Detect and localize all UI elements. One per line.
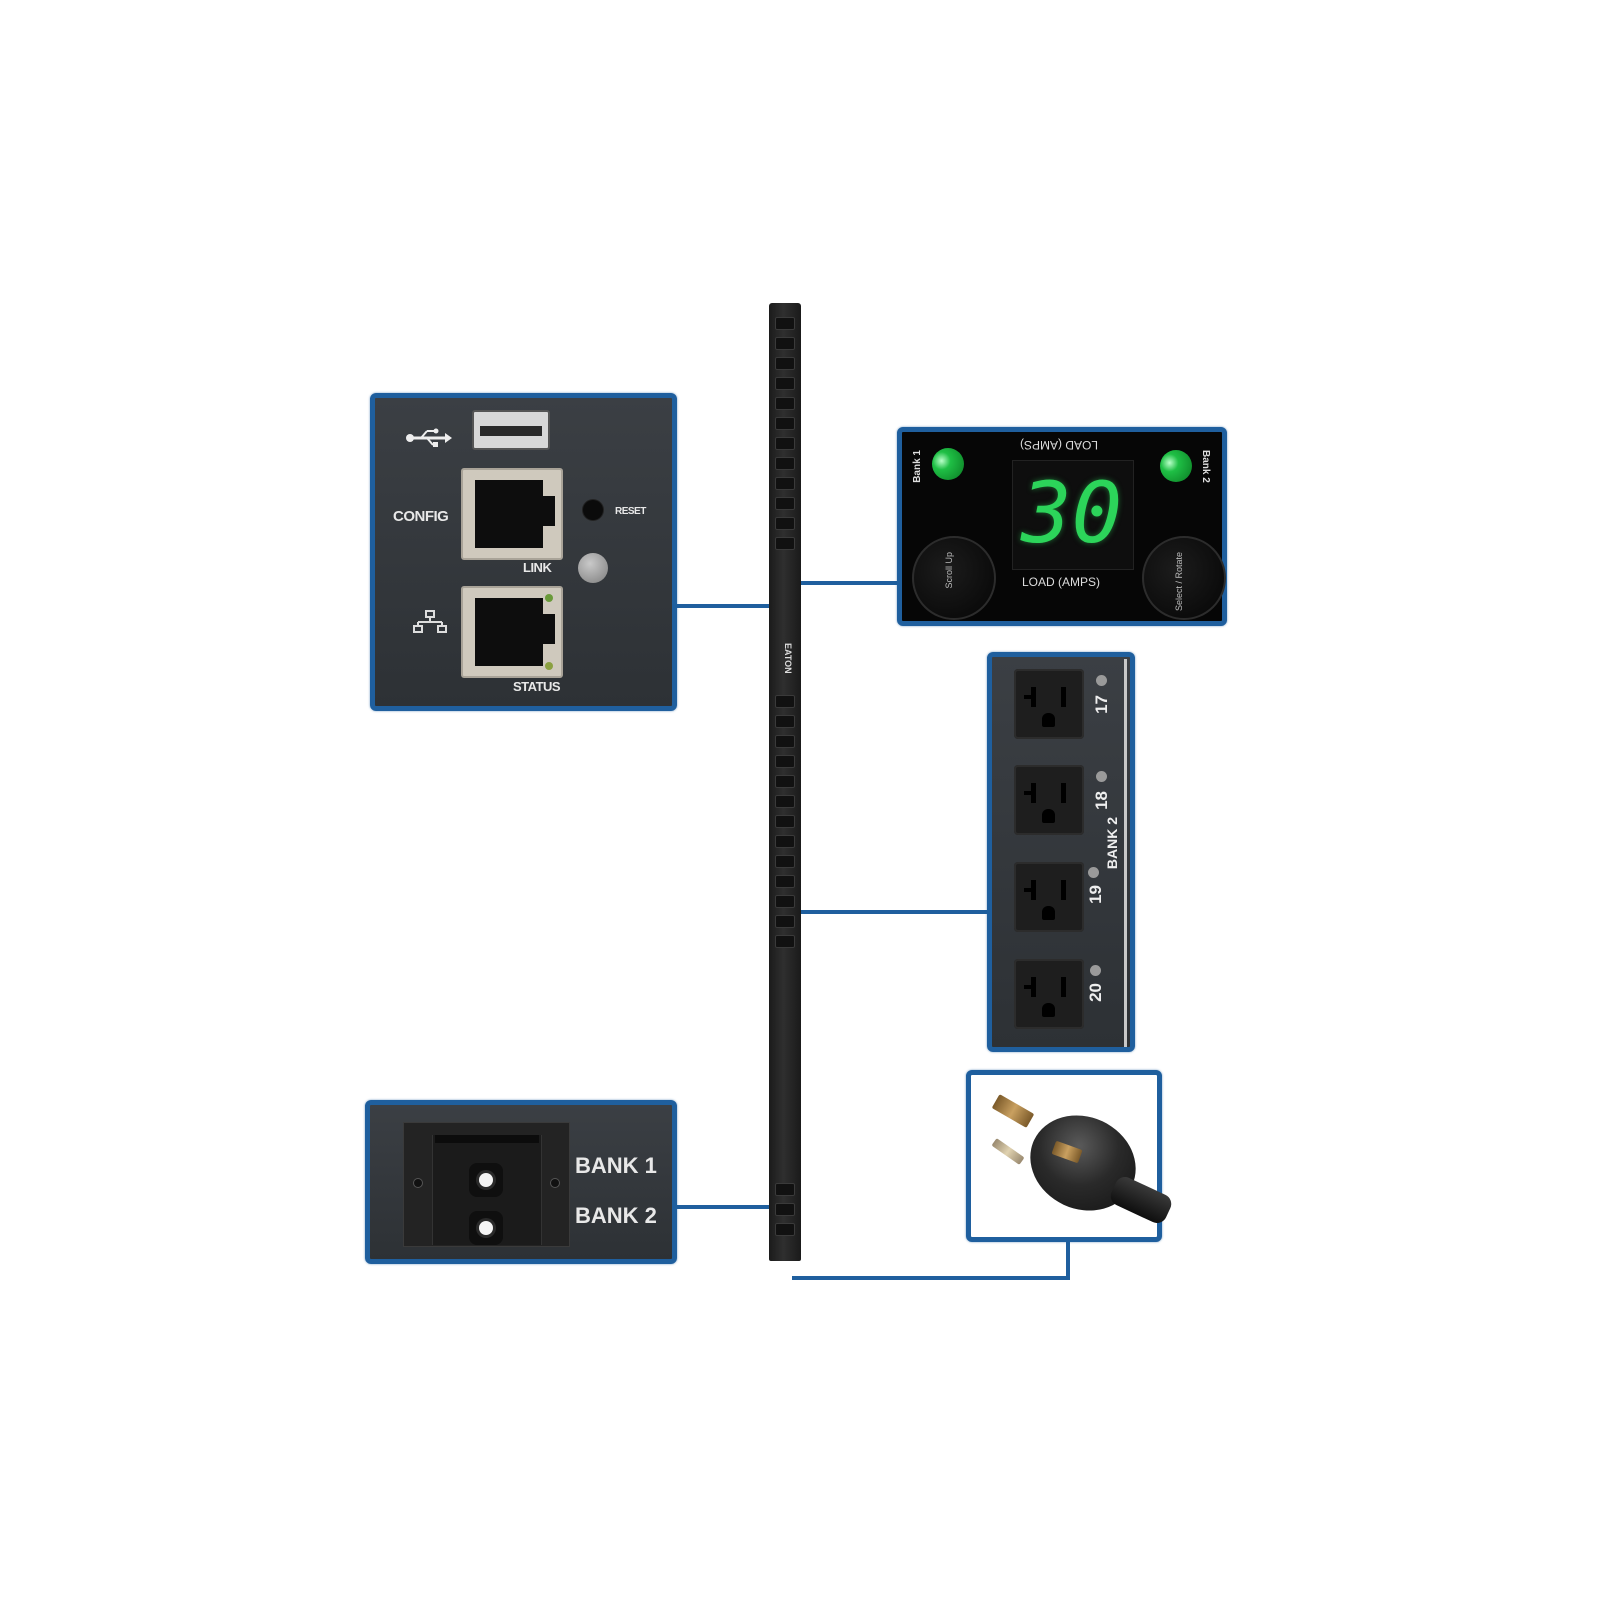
pole-outlet-slot [775,915,795,928]
pole-outlet-slot [775,895,795,908]
outlet-19-number: 19 [1086,885,1105,904]
pole-outlet-slot [775,735,795,748]
connector-plug-horizontal [792,1276,1070,1280]
status-port[interactable] [461,586,563,678]
pole-outlet-slot [775,695,795,708]
load-value: 30 [1021,464,1123,562]
pole-outlet-slot [775,537,795,550]
pole-outlet-slot [775,357,795,370]
plug-prong [991,1094,1035,1128]
reset-label: RESET [615,506,646,517]
bank2-breaker[interactable] [469,1211,503,1245]
pole-outlet-slot [775,1223,795,1236]
pole-outlet-slot [775,755,795,768]
pole-outlet-slot [775,317,795,330]
connector-display [800,581,900,585]
bank1-led [932,448,964,480]
pole-outlet-slot [775,377,795,390]
brand-logo: EATON [783,643,793,674]
pole-outlet-slot [775,417,795,430]
scroll-button[interactable]: Scroll Up [912,536,996,620]
outlet-17-led [1096,675,1107,686]
digit-window: 30 [1012,460,1134,570]
pole-outlet-slot [775,715,795,728]
outlet-18-number: 18 [1092,791,1111,810]
link-label: LINK [523,560,552,575]
connector-network [673,604,773,608]
pole-outlet-slot [775,497,795,510]
reset-button[interactable] [583,500,603,520]
outlet-20-led [1090,965,1101,976]
pole-outlet-slot [775,397,795,410]
link-led [578,553,608,583]
power-cord [1107,1173,1175,1227]
outlet-17 [1014,669,1084,739]
pole-outlet-slot [775,795,795,808]
outlet-18 [1014,765,1084,835]
usb-port[interactable] [472,410,550,450]
plug-prong [991,1138,1025,1165]
network-icon [413,610,447,636]
load-label: LOAD (AMPS) [1022,575,1101,589]
pole-outlet-slot [775,1183,795,1196]
pole-outlet-slot [775,1203,795,1216]
pole-outlet-slot [775,337,795,350]
bank1-breaker[interactable] [469,1163,503,1197]
bank1-led-label: Bank 1 [912,450,923,483]
pole-outlet-slot [775,437,795,450]
breaker-panel: BANK 1 BANK 2 [365,1100,677,1264]
status-label: STATUS [513,679,561,694]
select-button[interactable]: Select / Rotate [1142,536,1226,620]
plug-panel [966,1070,1175,1242]
outlet-20-number: 20 [1086,983,1105,1002]
connector-breaker [673,1205,773,1209]
outlet-19 [1014,862,1084,932]
config-label: CONFIG [393,508,449,525]
pole-outlet-slot [775,815,795,828]
usb-icon [405,428,453,448]
circuit-breakers [403,1122,570,1247]
load-label-inverted: LOAD (AMPS) [1020,438,1099,452]
load-display-panel: Bank 1 LOAD (AMPS) 30 LOAD (AMPS) Bank 2… [897,427,1227,626]
bank-divider [1124,659,1127,1047]
connector-outlets [800,910,987,914]
pdu-pole: EATON [769,303,801,1261]
outlet-20 [1014,959,1084,1029]
pole-outlet-slot [775,457,795,470]
config-port[interactable] [461,468,563,560]
pole-outlet-slot [775,875,795,888]
network-panel: CONFIG RESET LINK STATUS [370,393,677,711]
bank2-breaker-label: BANK 2 [575,1203,657,1228]
pole-outlet-slot [775,835,795,848]
bank2-led [1160,450,1192,482]
outlet-panel: 17 18 BANK 2 19 20 [987,652,1135,1052]
pole-outlet-slot [775,775,795,788]
outlet-17-number: 17 [1092,695,1111,714]
pole-outlet-slot [775,477,795,490]
connector-plug-vertical [1066,1240,1070,1280]
bank2-led-label: Bank 2 [1200,450,1211,483]
pole-outlet-slot [775,855,795,868]
pole-outlet-slot [775,517,795,530]
outlet-19-led [1088,867,1099,878]
bank-2-label: BANK 2 [1104,817,1120,870]
pole-outlet-slot [775,935,795,948]
outlet-18-led [1096,771,1107,782]
bank1-breaker-label: BANK 1 [575,1153,657,1178]
